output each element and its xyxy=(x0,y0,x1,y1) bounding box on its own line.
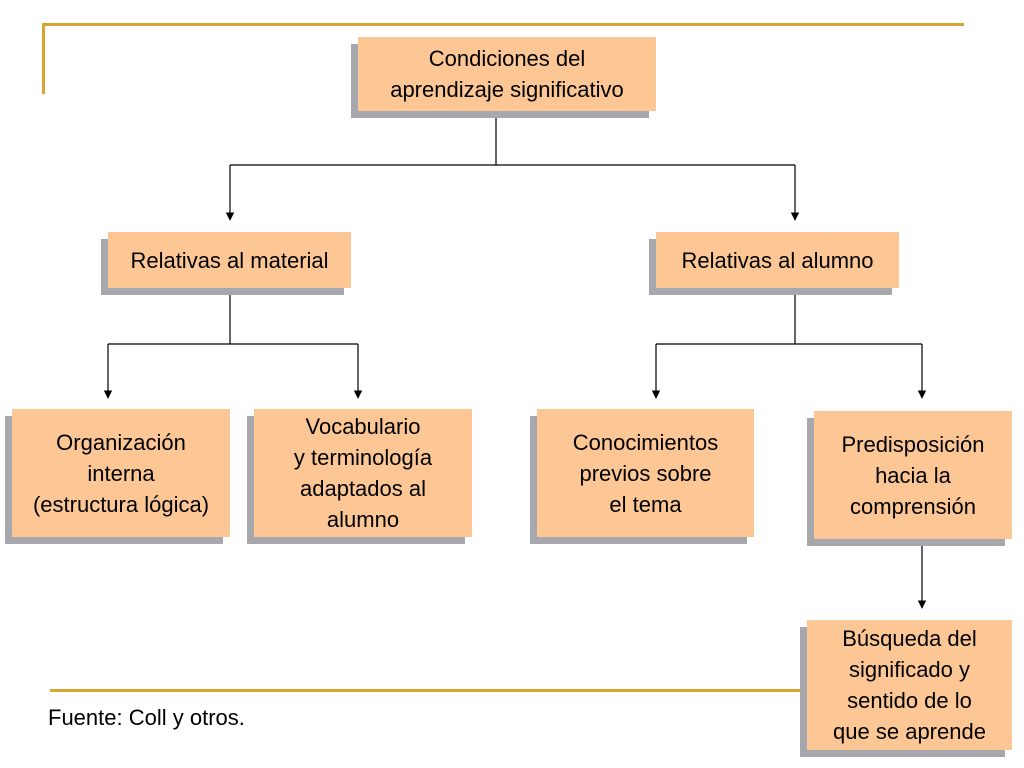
meaning-search-node: Búsqueda del significado y sentido de lo… xyxy=(807,620,1012,750)
root-label: Condiciones del aprendizaje significativ… xyxy=(390,46,624,102)
left-rule xyxy=(42,23,45,94)
meaning-search-label: Búsqueda del significado y sentido de lo… xyxy=(833,626,986,744)
prior-knowledge-node: Conocimientos previos sobre el tema xyxy=(537,409,754,537)
student-node: Relativas al alumno xyxy=(656,232,899,288)
prior-knowledge-label: Conocimientos previos sobre el tema xyxy=(572,429,719,517)
material-label: Relativas al material xyxy=(130,247,329,273)
vocabulary-node: Vocabulario y terminología adaptados al … xyxy=(254,409,472,537)
root-node: Condiciones del aprendizaje significativ… xyxy=(358,37,656,111)
bottom-rule xyxy=(50,689,802,692)
predisposition-node: Predisposición hacia la comprensión xyxy=(814,411,1012,539)
vocabulary-label: Vocabulario y terminología adaptados al … xyxy=(293,414,433,532)
material-node: Relativas al material xyxy=(108,232,351,288)
predisposition-label: Predisposición hacia la comprensión xyxy=(841,431,985,519)
student-label: Relativas al alumno xyxy=(681,247,874,273)
internal-organization-node: Organización interna (estructura lógica) xyxy=(12,409,230,537)
internal-organization-label: Organización interna (estructura lógica) xyxy=(32,429,210,517)
source-citation: Fuente: Coll y otros. xyxy=(48,705,245,730)
top-rule xyxy=(42,23,964,26)
